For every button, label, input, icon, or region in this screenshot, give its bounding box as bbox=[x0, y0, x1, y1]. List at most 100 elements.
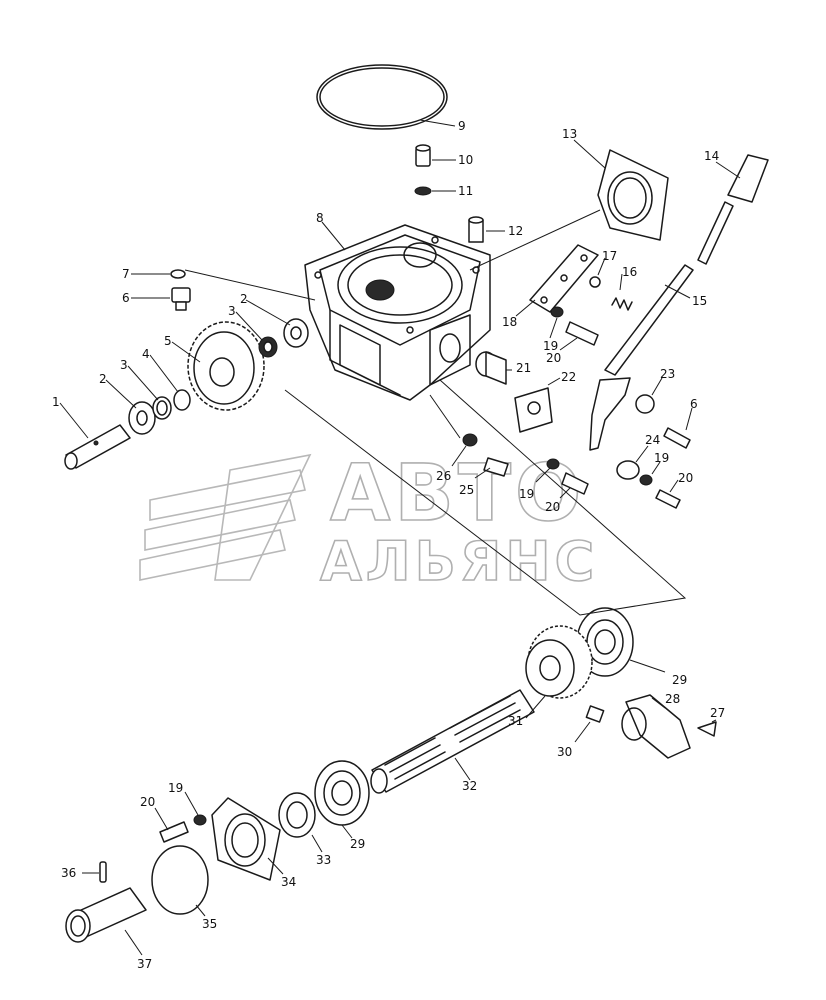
callout-5: 5 bbox=[164, 334, 172, 348]
snap-ring-4 bbox=[173, 389, 191, 411]
bushing-3-right bbox=[258, 336, 278, 358]
washer-19-right bbox=[639, 474, 653, 486]
callout-17: 17 bbox=[602, 249, 617, 263]
o-ring-9 bbox=[316, 64, 448, 130]
callout-8: 8 bbox=[316, 211, 324, 225]
ball-17 bbox=[589, 276, 601, 288]
o-ring-7 bbox=[170, 269, 186, 279]
spacer-33 bbox=[278, 792, 316, 838]
callout-14: 14 bbox=[704, 149, 719, 163]
gear-5 bbox=[187, 321, 265, 411]
washer-26 bbox=[462, 433, 478, 447]
bolt-20-right bbox=[655, 489, 681, 509]
washer-24 bbox=[616, 460, 640, 480]
callout-19: 19 bbox=[543, 339, 558, 353]
shaft-1 bbox=[64, 424, 131, 470]
callout-19b: 19 bbox=[654, 451, 669, 465]
cover-34 bbox=[211, 797, 281, 881]
spring-16 bbox=[611, 297, 633, 311]
callout-10: 10 bbox=[458, 153, 473, 167]
gearbox-housing-8 bbox=[304, 224, 491, 401]
callout-23: 23 bbox=[660, 367, 675, 381]
callout-20: 20 bbox=[546, 351, 561, 365]
callout-16: 16 bbox=[622, 265, 637, 279]
nut-23 bbox=[635, 394, 655, 414]
callout-29b: 29 bbox=[350, 837, 365, 851]
plate-22 bbox=[514, 387, 553, 433]
callout-35: 35 bbox=[202, 917, 217, 931]
callout-31: 31 bbox=[508, 714, 523, 728]
bushing-21 bbox=[475, 351, 507, 385]
shaft-32 bbox=[370, 689, 535, 794]
plug-10 bbox=[415, 144, 431, 167]
callout-6b: 6 bbox=[690, 397, 698, 411]
callouts: 1 2 3 4 5 2 3 7 6 8 9 10 11 12 13 14 15 … bbox=[52, 119, 741, 971]
washer-19-mid bbox=[546, 458, 560, 470]
callout-19c: 19 bbox=[519, 487, 534, 501]
callout-36: 36 bbox=[61, 866, 76, 880]
callout-11: 11 bbox=[458, 184, 473, 198]
callout-3: 3 bbox=[120, 358, 128, 372]
callout-22: 22 bbox=[561, 370, 576, 384]
callout-6: 6 bbox=[122, 291, 130, 305]
watermark: АВТО АЛЬЯНС bbox=[139, 448, 598, 594]
callout-9: 9 bbox=[458, 119, 466, 133]
callout-25: 25 bbox=[459, 483, 474, 497]
washer-11 bbox=[414, 186, 432, 196]
drain-plug-6 bbox=[171, 287, 191, 311]
callout-2: 2 bbox=[99, 372, 107, 386]
clip-27 bbox=[697, 721, 717, 737]
washer-19-top bbox=[550, 306, 564, 318]
callout-7: 7 bbox=[122, 267, 130, 281]
bolt-6-right bbox=[663, 427, 691, 449]
bracket-18 bbox=[529, 244, 599, 313]
gear-31 bbox=[525, 625, 593, 699]
callout-29: 29 bbox=[672, 673, 687, 687]
key-30 bbox=[585, 705, 605, 723]
callout-37: 37 bbox=[137, 957, 152, 971]
callout-30: 30 bbox=[557, 745, 572, 759]
knob-14 bbox=[727, 154, 769, 203]
callout-13: 13 bbox=[562, 127, 577, 141]
washer-2-right bbox=[283, 318, 309, 348]
fork-28 bbox=[621, 694, 691, 759]
callout-3b: 3 bbox=[228, 304, 236, 318]
coupling-37 bbox=[65, 887, 147, 943]
pin-12 bbox=[468, 216, 484, 243]
callout-32: 32 bbox=[462, 779, 477, 793]
bolt-25 bbox=[483, 457, 509, 477]
bearing-29-bottom bbox=[314, 760, 370, 826]
callout-26: 26 bbox=[436, 469, 451, 483]
bushing-3-left bbox=[152, 396, 172, 420]
callout-20b: 20 bbox=[678, 471, 693, 485]
bolt-20-top bbox=[565, 321, 599, 346]
assembly-frame-lines bbox=[184, 209, 687, 616]
gasket-35 bbox=[151, 845, 209, 915]
watermark-line1: АВТО bbox=[330, 449, 585, 539]
callout-20d: 20 bbox=[140, 795, 155, 809]
cover-13 bbox=[597, 149, 669, 241]
watermark-logo bbox=[139, 453, 312, 581]
callout-20c: 20 bbox=[545, 500, 560, 514]
callout-24: 24 bbox=[645, 433, 660, 447]
washer-19-bottom bbox=[193, 814, 207, 826]
callout-1: 1 bbox=[52, 395, 60, 409]
callout-2b: 2 bbox=[240, 292, 248, 306]
callout-28: 28 bbox=[665, 692, 680, 706]
callout-4: 4 bbox=[142, 347, 150, 361]
pin-36 bbox=[99, 861, 107, 883]
bolt-20-mid bbox=[561, 472, 589, 495]
washer-2-left bbox=[128, 401, 156, 435]
callout-33: 33 bbox=[316, 853, 331, 867]
callout-34: 34 bbox=[281, 875, 296, 889]
watermark-line2: АЛЬЯНС bbox=[320, 530, 598, 593]
lever-15 bbox=[589, 201, 734, 451]
callout-15: 15 bbox=[692, 294, 707, 308]
callout-27: 27 bbox=[710, 706, 725, 720]
callout-18: 18 bbox=[502, 315, 517, 329]
bolt-20-bottom bbox=[159, 821, 189, 843]
callout-19d: 19 bbox=[168, 781, 183, 795]
callout-12: 12 bbox=[508, 224, 523, 238]
callout-21: 21 bbox=[516, 361, 531, 375]
